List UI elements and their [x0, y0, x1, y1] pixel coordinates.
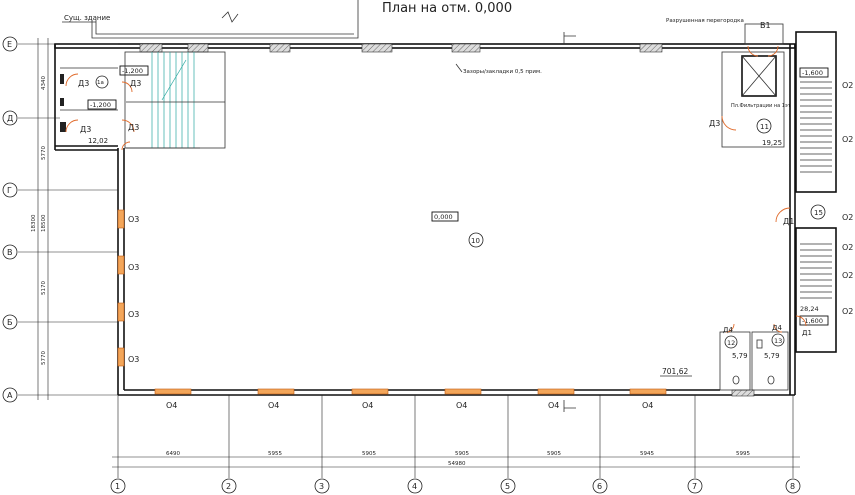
dim-left-outer: 18300	[31, 214, 37, 232]
vestibule-area: 12,02	[88, 137, 108, 145]
window-label-left: О3	[128, 310, 139, 319]
room-wc-left: 12	[727, 339, 735, 347]
door-label: Д3	[78, 79, 89, 88]
lift-block: В1 Разрушенная перегородка Пл.Фильтрации…	[666, 18, 791, 148]
dim-left-segment: 5770	[41, 146, 47, 160]
doors	[65, 45, 807, 333]
axis-col-label: 2	[226, 482, 231, 491]
dismantle-note: Разрушенная перегородка	[666, 18, 744, 24]
axis-row-label: Д	[7, 114, 13, 123]
hall-area: 701,62	[662, 367, 688, 376]
window-label-left: О3	[128, 355, 139, 364]
level-stair-bottom: -1,600	[802, 317, 823, 325]
column-axes: 6490 5955 5905 5905 5905 5945 5995 54980…	[110, 395, 801, 494]
level-left-mid: -1,200	[90, 101, 111, 109]
window-label-bottom: О4	[166, 401, 177, 410]
axis-col-label: 6	[597, 482, 602, 491]
window-label-left: О3	[128, 215, 139, 224]
right-stair-core: -1,600 -1,600 28,24 15	[795, 31, 837, 353]
window-label-right: О2	[842, 271, 853, 280]
axis-col-label: 3	[319, 482, 324, 491]
door-label: Д3	[130, 79, 141, 88]
axis-row-label: Г	[7, 186, 12, 195]
shaft-note: Пл.Фильтрации на 1эт	[731, 103, 791, 109]
hatched-wall-segments	[139, 43, 755, 397]
door-label: Д3	[80, 125, 91, 134]
existing-building: Сущ. здание	[62, 0, 359, 39]
room-wc-right: 13	[774, 337, 782, 345]
existing-building-label: Сущ. здание	[64, 14, 110, 22]
axis-col-label: 8	[790, 482, 795, 491]
door-label: Д4	[723, 326, 733, 334]
dim-bottom-segment: 5945	[640, 451, 654, 457]
level-main: 0,000	[434, 213, 453, 221]
window-label-right: О2	[842, 213, 853, 222]
dim-left-segment: 5170	[41, 281, 47, 295]
axis-row-label: Б	[7, 318, 13, 327]
plan-title: План на отм. 0,000	[382, 1, 512, 16]
door-label: Д1	[783, 217, 794, 226]
v1-label: В1	[760, 21, 771, 30]
tag-1a: 1а	[97, 80, 104, 86]
section-marks	[563, 32, 576, 412]
level-stair-top: -1,600	[802, 69, 823, 77]
window-label-left: О3	[128, 263, 139, 272]
row-axes: Е Д Г В Б А 18300 18500 4340 5770 5170 5…	[2, 36, 118, 403]
dim-bottom-segment: 5905	[362, 451, 376, 457]
door-label: Д4	[772, 324, 782, 332]
windows-right: О2 О2 О2 О2 О2 О2	[842, 81, 853, 316]
door-label: Д3	[128, 123, 139, 132]
floor-gap-note: Зазоры/закладки 0,5 прим.	[463, 69, 542, 75]
window-label-bottom: О4	[548, 401, 559, 410]
room-stair-hall: 15	[814, 209, 823, 217]
axis-row-label: В	[7, 248, 13, 257]
dim-bottom-segment: 5905	[547, 451, 561, 457]
window-label-bottom: О4	[362, 401, 373, 410]
left-entrance-block: -1,200 -1,200 1а 12,02	[60, 65, 149, 145]
window-label-right: О2	[842, 243, 853, 252]
wc-left-area: 5,79	[732, 352, 748, 360]
stair-area: 28,24	[800, 305, 819, 313]
room-hall: 10	[471, 237, 480, 245]
lift-area: 19,25	[762, 139, 782, 147]
axis-col-label: 7	[692, 482, 697, 491]
axis-col-label: 1	[115, 482, 120, 491]
axis-row-label: А	[7, 391, 13, 400]
dim-left-segment: 5770	[41, 351, 47, 365]
dim-left-segment: 4340	[41, 76, 47, 90]
window-label-right: О2	[842, 307, 853, 316]
axis-col-label: 4	[412, 482, 417, 491]
window-label-right: О2	[842, 81, 853, 90]
level-left-top: -1,200	[122, 67, 143, 75]
room-elevator-shaft: 11	[760, 123, 769, 131]
door-label: Д3	[709, 119, 720, 128]
door-labels: Д3 Д3 Д3 Д3 Д3 Д1 Д4 Д4 Д1	[78, 79, 812, 337]
dim-bottom-segment: 5955	[268, 451, 282, 457]
windows-left: О3 О3 О3 О3	[117, 209, 139, 367]
main-staircase	[124, 51, 226, 149]
window-label-bottom: О4	[268, 401, 279, 410]
window-label-bottom: О4	[642, 401, 653, 410]
dim-left-total: 18500	[41, 214, 47, 232]
window-label-bottom: О4	[456, 401, 467, 410]
wc-blocks: 12 13 5,79 5,79	[719, 331, 789, 391]
outer-walls	[54, 43, 796, 396]
dim-bottom-segment: 5995	[736, 451, 750, 457]
wc-right-area: 5,79	[764, 352, 780, 360]
axis-row-label: Е	[7, 40, 12, 49]
axis-col-label: 5	[505, 482, 510, 491]
dim-bottom-total: 54980	[448, 461, 466, 467]
door-label: Д1	[802, 329, 812, 337]
dim-bottom-segment: 5905	[455, 451, 469, 457]
window-label-right: О2	[842, 135, 853, 144]
main-hall: 0,000 10 701,62 Зазоры/закладки 0,5 прим…	[431, 63, 692, 377]
windows-bottom: О4 О4 О4 О4 О4 О4	[154, 388, 667, 410]
dim-bottom-segment: 6490	[166, 451, 180, 457]
